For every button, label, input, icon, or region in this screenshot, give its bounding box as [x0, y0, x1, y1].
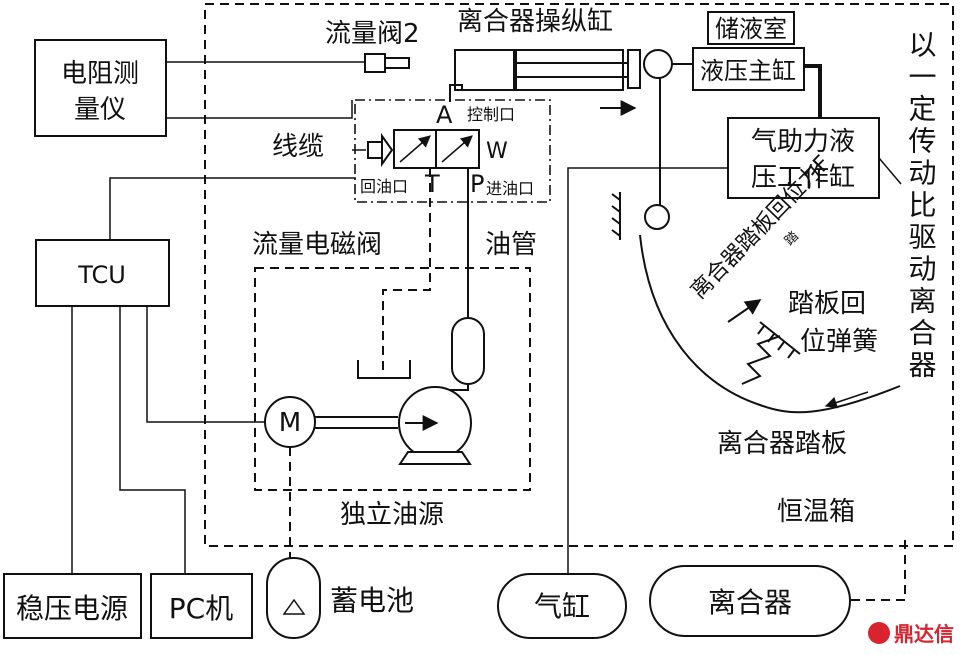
side-to-clutch-line [850, 540, 906, 601]
master-to-booster-line [804, 64, 822, 118]
solenoid-actuator [367, 141, 383, 159]
return-port-label: 回油口 [360, 177, 408, 196]
solenoid-wedge [381, 132, 394, 168]
air-cylinder-label: 气缸 [534, 590, 590, 623]
independent-oil-source-label: 独立油源 [340, 500, 444, 530]
resistance-meter-label-2: 量仪 [74, 95, 126, 125]
watermark-text: 鼎达信 [894, 622, 954, 646]
directional-valve-outline [354, 99, 551, 203]
clutch-actuator-cylinder-label: 离合器操纵缸 [457, 7, 613, 37]
tcu-to-valve-line [109, 177, 356, 240]
clutch-actuator-cylinder-body [454, 49, 624, 91]
watermark: 鼎达信 [868, 618, 954, 647]
clutch-pedal-label: 离合器踏板 [717, 429, 847, 459]
tcu-to-motor [146, 306, 265, 423]
booster-cylinder-label-1: 气助力液 [751, 127, 855, 157]
return-spring-mount [757, 321, 801, 359]
tcu-label: TCU [77, 261, 126, 289]
reservoir-box [707, 11, 795, 45]
return-spring [741, 335, 781, 385]
inlet-port-label: 进油口 [486, 179, 534, 198]
pedal-return-spring-label-1: 踏板回 [788, 289, 866, 319]
clutch-box [649, 565, 851, 637]
port-w-label: W [486, 139, 508, 164]
master-cylinder-label: 液压主缸 [700, 57, 796, 85]
flow-valve-2-stem [384, 57, 410, 69]
clutch-label: 离合器 [708, 586, 792, 619]
accumulator-filter [451, 317, 485, 385]
air-cylinder-box [497, 573, 627, 639]
return-pipe [382, 168, 431, 372]
pedal-arm [639, 234, 901, 414]
resistance-meter-box [34, 39, 167, 137]
pedal-return-force-subscript: 踏 [782, 229, 802, 249]
oil-tank [357, 360, 411, 379]
port-a-label: A [436, 101, 453, 129]
booster-right-link [878, 157, 902, 185]
watermark-logo-icon [868, 621, 890, 644]
booster-cylinder-box [727, 117, 880, 199]
actuator-rod-end [627, 49, 641, 89]
flow-valve-2-body [364, 53, 386, 73]
meter-to-cable-line [166, 100, 353, 119]
battery-symbol [282, 598, 306, 615]
booster-cylinder-label-2: 压工作缸 [751, 163, 855, 193]
pedal-pointer [824, 391, 869, 409]
control-port-label: 控制口 [467, 105, 515, 124]
pedal-return-spring-label-2: 位弹簧 [800, 327, 878, 357]
oil-pipe-label: 油管 [485, 230, 537, 260]
motor-label: M [279, 408, 301, 438]
valve-path-right [441, 135, 473, 163]
tcu-to-pc [119, 306, 186, 574]
reservoir-label: 储液室 [715, 15, 787, 43]
master-cylinder-box [692, 47, 805, 91]
control-pipe [449, 84, 463, 102]
valve-path-left [399, 135, 431, 163]
resistance-meter-label-1: 电阻测 [61, 59, 139, 89]
pedal-hinge [644, 204, 670, 230]
pump-base [398, 451, 472, 465]
tcu-box [35, 239, 170, 307]
side-note-label: 以一定传动比驱动离合器 [905, 30, 938, 382]
pc-box [150, 573, 253, 639]
booster-to-air-cylinder-line [567, 167, 728, 574]
oil-source-outline [254, 267, 531, 491]
thermostat-chamber-label: 恒温箱 [777, 497, 855, 527]
regulated-power-label: 稳压电源 [16, 592, 128, 625]
flow-valve-2-label: 流量阀2 [325, 19, 420, 49]
flow-solenoid-valve-label: 流量电磁阀 [252, 230, 382, 260]
pedal-pivot-joint [643, 49, 673, 79]
port-p-label: P [470, 170, 484, 198]
cable-label: 线缆 [272, 132, 324, 162]
regulated-power-box [3, 573, 142, 639]
port-t-label: T [424, 170, 440, 198]
battery-body [266, 557, 321, 639]
pedal-force-arrow [727, 299, 762, 323]
pc-label: PC机 [169, 592, 233, 625]
side-note-box [901, 178, 941, 540]
battery-label: 蓄电池 [330, 584, 414, 617]
pedal-ground-mount [611, 192, 621, 240]
